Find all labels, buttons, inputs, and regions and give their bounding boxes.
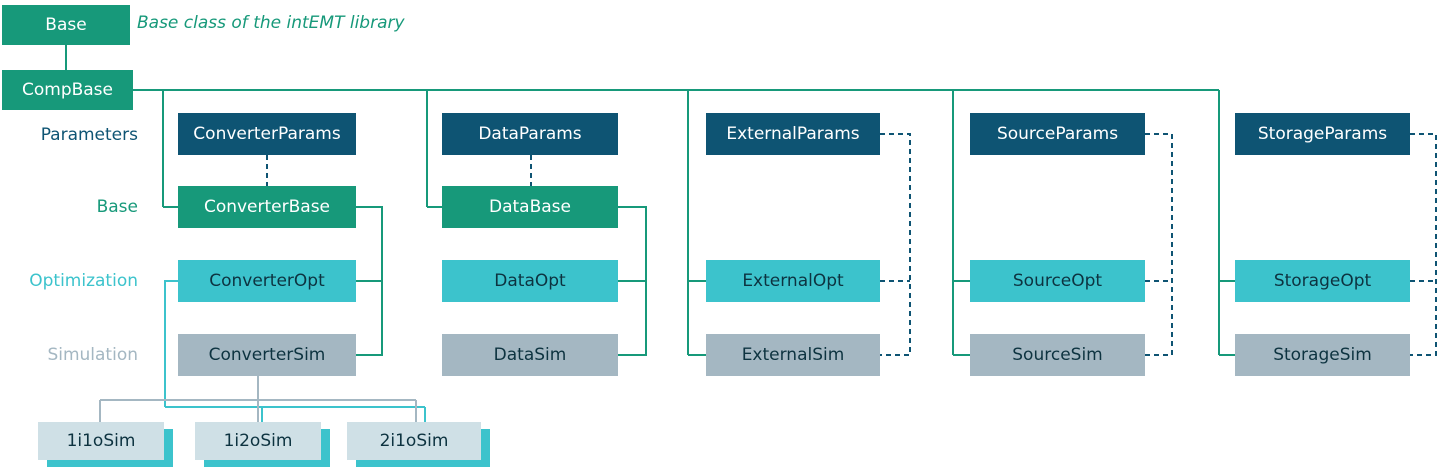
external-sim-node[interactable]: ExternalSim [706, 334, 880, 376]
row-label-parameters: Parameters [40, 125, 138, 145]
source-params-node[interactable]: SourceParams [970, 113, 1145, 155]
converter-params-node[interactable]: ConverterParams [178, 113, 356, 155]
source-opt-node[interactable]: SourceOpt [970, 260, 1145, 302]
source-sim-node[interactable]: SourceSim [970, 334, 1145, 376]
external-opt-node[interactable]: ExternalOpt [706, 260, 880, 302]
data-sim-node[interactable]: DataSim [442, 334, 618, 376]
base-class-node[interactable]: Base [2, 5, 130, 45]
row-label-optimization: Optimization [29, 271, 138, 291]
compbase-node[interactable]: CompBase [2, 70, 133, 110]
storage-opt-node[interactable]: StorageOpt [1235, 260, 1410, 302]
row-label-base: Base [96, 197, 138, 217]
converter-sim-node[interactable]: ConverterSim [178, 334, 356, 376]
sim-variant-1i2osim[interactable]: 1i2oSim [195, 422, 321, 460]
data-params-node[interactable]: DataParams [442, 113, 618, 155]
sim-variant-1i1osim[interactable]: 1i1oSim [38, 422, 164, 460]
converter-base-node[interactable]: ConverterBase [178, 186, 356, 228]
converter-opt-node[interactable]: ConverterOpt [178, 260, 356, 302]
external-params-node[interactable]: ExternalParams [706, 113, 880, 155]
storage-params-node[interactable]: StorageParams [1235, 113, 1410, 155]
data-opt-node[interactable]: DataOpt [442, 260, 618, 302]
base-class-note: Base class of the intEMT library [137, 13, 405, 33]
sim-variant-2i1osim[interactable]: 2i1oSim [347, 422, 481, 460]
storage-sim-node[interactable]: StorageSim [1235, 334, 1410, 376]
row-label-simulation: Simulation [47, 345, 138, 365]
data-base-node[interactable]: DataBase [442, 186, 618, 228]
